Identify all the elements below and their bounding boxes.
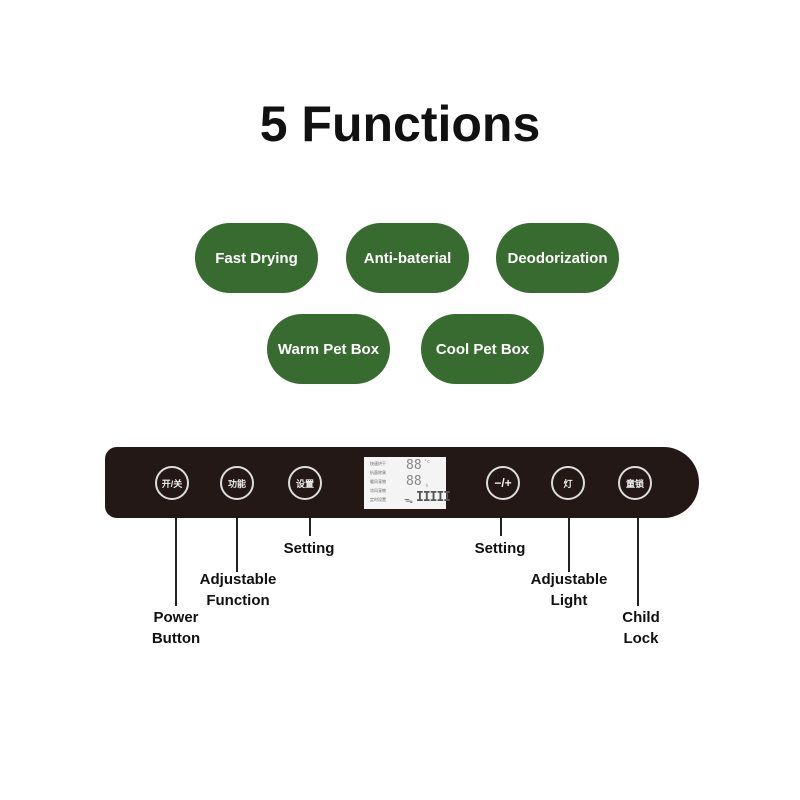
- lcd-temp-unit: °c: [424, 459, 431, 465]
- label-line: Lock: [623, 630, 659, 647]
- function-anti-bacterial: Anti-baterial: [346, 223, 469, 293]
- fan-level-bars: IIIII: [416, 490, 451, 505]
- label-line: Adjustable: [530, 571, 608, 588]
- lcd-row: 快速烘干: [370, 461, 386, 466]
- function-deodorization: Deodorization: [496, 223, 619, 293]
- label-line: Power: [153, 609, 199, 626]
- label-setting-left: Setting: [283, 540, 335, 557]
- label-line: Child: [622, 609, 660, 626]
- power-button[interactable]: 开/关: [155, 466, 189, 500]
- light-button[interactable]: 灯: [551, 466, 585, 500]
- pointer-line: [637, 518, 639, 606]
- label-setting-right: Setting: [474, 540, 526, 557]
- lcd-row: 定时设置: [370, 497, 386, 502]
- page-title: 5 Functions: [259, 96, 541, 152]
- fan-icon: ᯓ: [404, 496, 413, 506]
- function-button[interactable]: 功能: [220, 466, 254, 500]
- label-line: Function: [206, 592, 270, 609]
- lcd-temp: 88: [406, 458, 422, 473]
- child-lock-button[interactable]: 童锁: [618, 466, 652, 500]
- label-line: Adjustable: [199, 571, 277, 588]
- lcd-row: 凉风宠物: [370, 488, 386, 493]
- label-line: Button: [151, 630, 201, 647]
- function-fast-drying: Fast Drying: [195, 223, 318, 293]
- function-warm-pet-box: Warm Pet Box: [267, 314, 390, 384]
- function-cool-pet-box: Cool Pet Box: [421, 314, 544, 384]
- lcd-row: 抗菌除臭: [370, 470, 386, 475]
- pointer-line: [175, 518, 177, 606]
- lcd-time-unit: h: [426, 483, 429, 488]
- pointer-line: [236, 518, 238, 572]
- lcd-time: 88: [406, 474, 422, 489]
- lcd-display: 快速烘干 抗菌除臭 暖风宠物 凉风宠物 定时设置 88 °c 88 h ᯓ II…: [364, 457, 451, 509]
- setting-button[interactable]: 设置: [288, 466, 322, 500]
- plus-minus-button[interactable]: −/+: [486, 466, 520, 500]
- lcd-row: 暖风宠物: [370, 479, 386, 484]
- label-line: Light: [550, 592, 588, 609]
- pointer-line: [500, 518, 502, 536]
- pointer-line: [568, 518, 570, 572]
- pointer-line: [309, 518, 311, 536]
